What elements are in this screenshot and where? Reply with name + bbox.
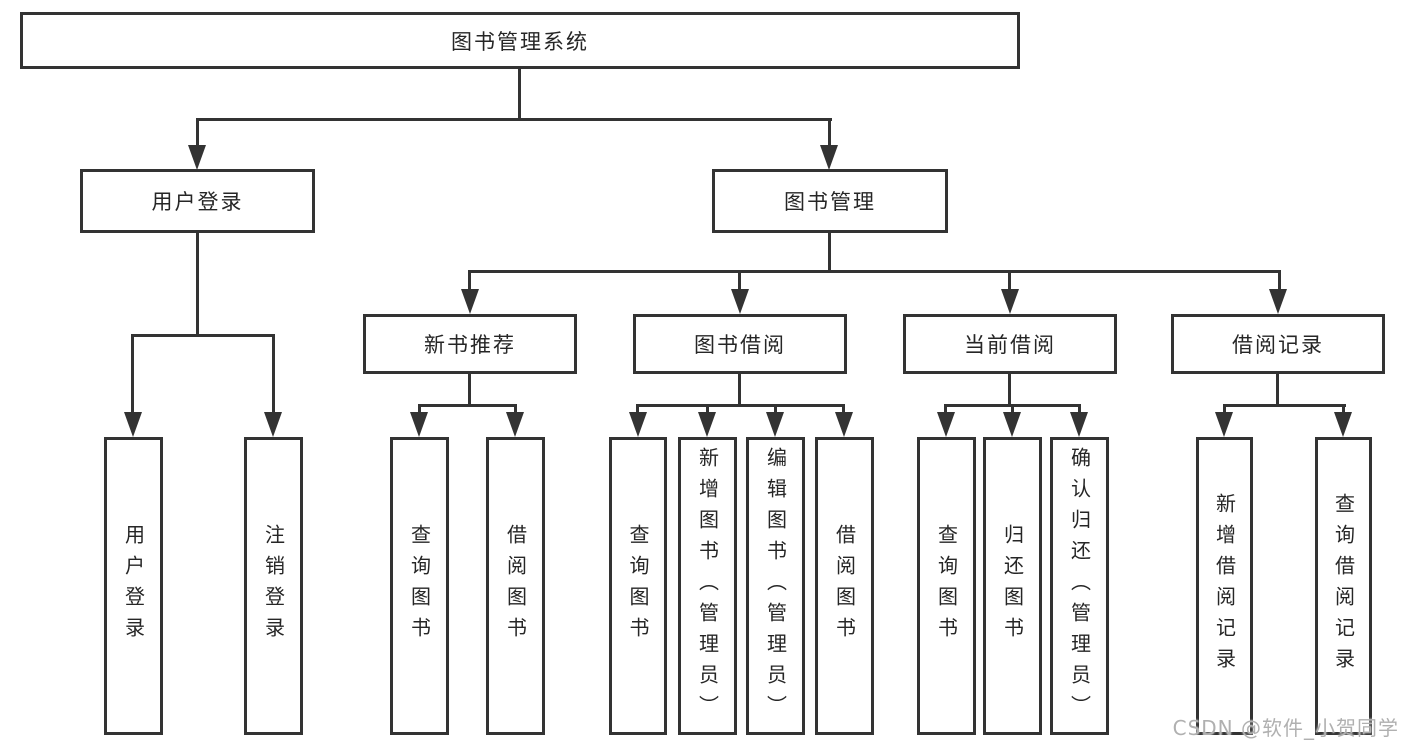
- connector-stem-book-borrowing: [738, 270, 741, 292]
- leaf-confirm-return-admin: 确认归还（管理员）: [1050, 437, 1109, 735]
- connector-stem-cb-confirm: [1078, 404, 1081, 415]
- connector-book-management-trunk: [828, 233, 831, 273]
- arrowhead-bb-add: [698, 412, 716, 437]
- connector-new-book-trunk: [468, 374, 471, 407]
- arrowhead-current-borrowing: [1001, 289, 1019, 314]
- arrowhead-bb-query: [629, 412, 647, 437]
- connector-stem-nb-borrow: [514, 404, 517, 415]
- connector-stem-new-book: [468, 270, 471, 292]
- leaf-add-borrow-record-label: 新增借阅记录: [1212, 493, 1237, 679]
- arrowhead-leaf-logout: [264, 412, 282, 437]
- connector-user-login-trunk: [196, 233, 199, 336]
- node-current-borrowing: 当前借阅: [903, 314, 1117, 374]
- connector-stem-cb-query: [944, 404, 947, 415]
- connector-stem-borrowing-records: [1278, 270, 1281, 292]
- arrowhead-new-book: [461, 289, 479, 314]
- leaf-return-books: 归还图书: [983, 437, 1042, 735]
- arrowhead-leaf-user-login: [124, 412, 142, 437]
- leaf-add-books-admin-label: 新增图书（管理员）: [695, 446, 720, 726]
- connector-stem-bb-edit: [774, 404, 777, 415]
- arrowhead-cb-confirm: [1070, 412, 1088, 437]
- leaf-return-books-label: 归还图书: [1000, 524, 1025, 648]
- connector-stem-br-query: [1342, 404, 1345, 415]
- leaf-add-books-admin: 新增图书（管理员）: [678, 437, 737, 735]
- csdn-watermark: CSDN @软件_小贺同学: [1172, 716, 1399, 740]
- connector-book-borrowing-trunk: [738, 374, 741, 407]
- arrowhead-bb-borrow: [835, 412, 853, 437]
- node-user-login: 用户登录: [80, 169, 315, 233]
- leaf-borrow-books-recommend-label: 借阅图书: [503, 524, 528, 648]
- arrowhead-nb-borrow: [506, 412, 524, 437]
- connector-stem-current-borrowing: [1008, 270, 1011, 292]
- leaf-add-borrow-record: 新增借阅记录: [1196, 437, 1253, 735]
- leaf-query-books-recommend: 查询图书: [390, 437, 449, 735]
- connector-book-management-bar: [468, 270, 1281, 273]
- connector-stem-bb-query: [636, 404, 639, 415]
- leaf-borrow-books-borrowing: 借阅图书: [815, 437, 874, 735]
- arrowhead-br-query: [1334, 412, 1352, 437]
- connector-stem-bb-add: [706, 404, 709, 415]
- node-book-borrowing: 图书借阅: [633, 314, 847, 374]
- arrowhead-book-borrowing: [731, 289, 749, 314]
- leaf-user-login: 用户登录: [104, 437, 163, 735]
- connector-root-trunk: [518, 69, 521, 120]
- leaf-user-login-label: 用户登录: [121, 524, 146, 648]
- arrowhead-book-management: [820, 145, 838, 170]
- connector-book-borrowing-bar: [636, 404, 845, 407]
- connector-stem-nb-query: [418, 404, 421, 415]
- leaf-borrow-books-borrowing-label: 借阅图书: [832, 524, 857, 648]
- leaf-query-books-borrowing: 查询图书: [609, 437, 667, 735]
- node-library-system: 图书管理系统: [20, 12, 1020, 69]
- connector-stem-bb-borrow: [842, 404, 845, 415]
- connector-new-book-bar: [418, 404, 517, 407]
- arrowhead-bb-edit: [766, 412, 784, 437]
- node-new-book-recommendation: 新书推荐: [363, 314, 577, 374]
- arrowhead-cb-return: [1003, 412, 1021, 437]
- leaf-edit-books-admin-label: 编辑图书（管理员）: [763, 446, 788, 726]
- leaf-query-borrow-record-label: 查询借阅记录: [1331, 493, 1356, 679]
- connector-stem-user-login: [196, 118, 199, 148]
- connector-current-borrowing-trunk: [1008, 374, 1011, 407]
- connector-stem-cb-return: [1011, 404, 1014, 415]
- connector-borrowing-records-trunk: [1276, 374, 1279, 407]
- leaf-query-books-recommend-label: 查询图书: [407, 524, 432, 648]
- leaf-logout: 注销登录: [244, 437, 303, 735]
- leaf-edit-books-admin: 编辑图书（管理员）: [746, 437, 805, 735]
- leaf-logout-label: 注销登录: [261, 524, 286, 648]
- arrowhead-borrowing-records: [1269, 289, 1287, 314]
- node-borrowing-records: 借阅记录: [1171, 314, 1385, 374]
- connector-borrowing-records-bar: [1223, 404, 1346, 407]
- leaf-confirm-return-admin-label: 确认归还（管理员）: [1067, 446, 1092, 726]
- connector-stem-book-management: [828, 118, 831, 148]
- arrowhead-user-login: [188, 145, 206, 170]
- arrowhead-nb-query: [410, 412, 428, 437]
- leaf-query-books-borrowing-label: 查询图书: [626, 524, 650, 648]
- leaf-query-books-current-label: 查询图书: [934, 524, 959, 648]
- connector-stem-leaf-user-login: [131, 334, 134, 415]
- connector-root-bar: [196, 118, 832, 121]
- node-book-management: 图书管理: [712, 169, 948, 233]
- connector-user-login-bar: [131, 334, 275, 337]
- arrowhead-cb-query: [937, 412, 955, 437]
- leaf-borrow-books-recommend: 借阅图书: [486, 437, 545, 735]
- connector-stem-leaf-logout: [272, 334, 275, 415]
- leaf-query-borrow-record: 查询借阅记录: [1315, 437, 1372, 735]
- leaf-query-books-current: 查询图书: [917, 437, 976, 735]
- arrowhead-br-add: [1215, 412, 1233, 437]
- connector-stem-br-add: [1223, 404, 1226, 415]
